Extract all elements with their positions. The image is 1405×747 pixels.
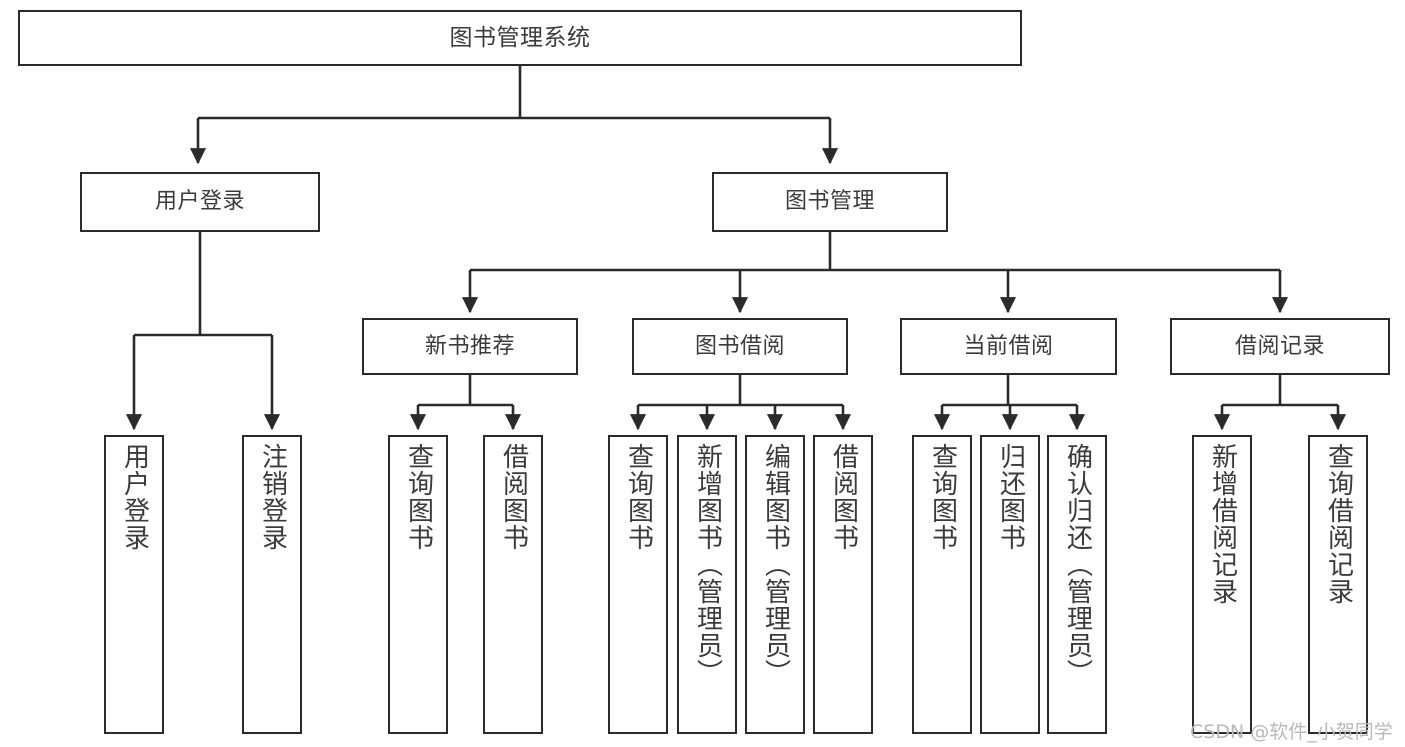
node-leaf-borrow-book-a[interactable]: 借阅图书 [483, 435, 543, 734]
node-root-label: 图书管理系统 [449, 24, 591, 51]
node-leaf-borrow-book-b[interactable]: 借阅图书 [813, 435, 873, 734]
node-leaf-user-login-label: 用户登录 [119, 443, 150, 551]
node-leaf-add-record[interactable]: 新增借阅记录 [1192, 435, 1252, 734]
node-leaf-borrow-book-a-label: 借阅图书 [498, 443, 529, 551]
node-leaf-return-book[interactable]: 归还图书 [980, 435, 1040, 734]
node-borrow-record[interactable]: 借阅记录 [1170, 318, 1390, 375]
node-leaf-add-book[interactable]: 新增图书（管理员） [677, 435, 737, 734]
node-leaf-confirm-return[interactable]: 确认归还（管理员） [1047, 435, 1107, 734]
csdn-watermark: CSDN @软件_小贺同学 [1190, 721, 1393, 743]
node-book-borrow[interactable]: 图书借阅 [632, 318, 848, 375]
node-leaf-logout-label: 注销登录 [257, 443, 288, 551]
node-current-borrow[interactable]: 当前借阅 [900, 318, 1117, 375]
node-leaf-add-book-label: 新增图书（管理员） [692, 443, 723, 686]
node-leaf-query-record[interactable]: 查询借阅记录 [1308, 435, 1368, 734]
node-book-mgmt[interactable]: 图书管理 [712, 172, 948, 232]
node-leaf-query-book-b[interactable]: 查询图书 [608, 435, 668, 734]
node-leaf-confirm-return-label: 确认归还（管理员） [1062, 443, 1093, 686]
node-leaf-query-book-b-label: 查询图书 [623, 443, 654, 551]
node-leaf-edit-book[interactable]: 编辑图书（管理员） [745, 435, 805, 734]
node-new-book-rec[interactable]: 新书推荐 [362, 318, 578, 375]
node-book-borrow-label: 图书借阅 [694, 333, 785, 359]
node-leaf-logout[interactable]: 注销登录 [242, 435, 302, 734]
node-borrow-record-label: 借阅记录 [1234, 333, 1325, 359]
node-current-borrow-label: 当前借阅 [963, 333, 1054, 359]
node-leaf-edit-book-label: 编辑图书（管理员） [760, 443, 791, 686]
node-leaf-user-login[interactable]: 用户登录 [104, 435, 164, 734]
node-leaf-query-book-c-label: 查询图书 [927, 443, 958, 551]
node-leaf-add-record-label: 新增借阅记录 [1207, 443, 1238, 605]
node-root[interactable]: 图书管理系统 [18, 10, 1022, 66]
node-leaf-return-book-label: 归还图书 [995, 443, 1026, 551]
node-leaf-query-record-label: 查询借阅记录 [1323, 443, 1354, 605]
node-new-book-rec-label: 新书推荐 [424, 333, 515, 359]
node-book-mgmt-label: 图书管理 [784, 189, 875, 214]
node-user-login-label: 用户登录 [154, 189, 245, 214]
node-user-login[interactable]: 用户登录 [80, 172, 320, 232]
node-leaf-query-book-a-label: 查询图书 [403, 443, 434, 551]
node-leaf-query-book-a[interactable]: 查询图书 [388, 435, 448, 734]
node-leaf-query-book-c[interactable]: 查询图书 [912, 435, 972, 734]
node-leaf-borrow-book-b-label: 借阅图书 [828, 443, 859, 551]
